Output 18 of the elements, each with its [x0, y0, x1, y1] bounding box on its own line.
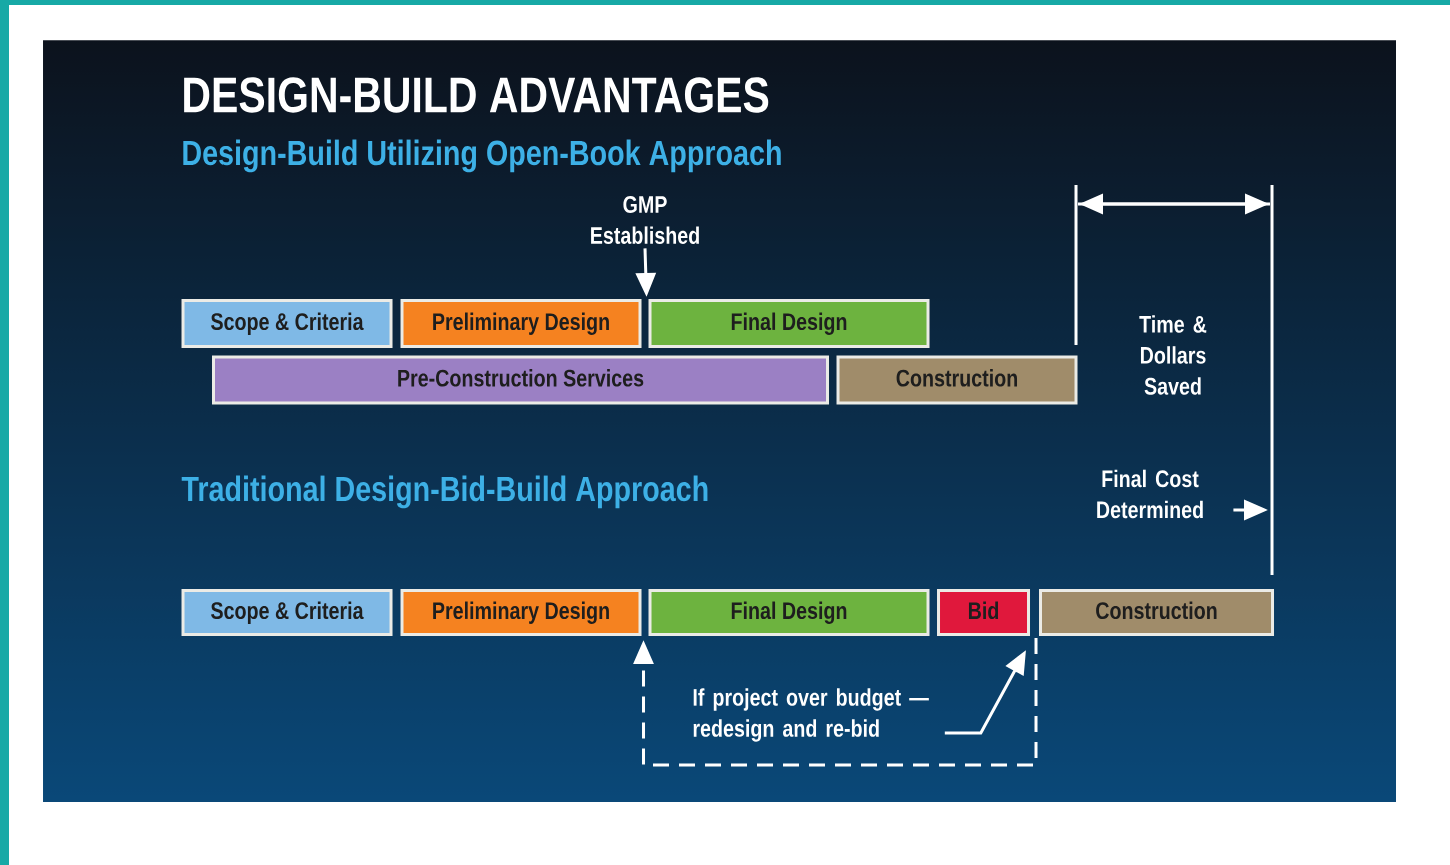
phase-bar: Final Design [648, 299, 930, 348]
phase-bar: Bid [937, 589, 1030, 636]
arrow [633, 638, 1038, 767]
annotation-text: If project over budget — redesign and re-bid [693, 688, 929, 742]
annotation-text: Time & Dollars Saved [1139, 315, 1207, 395]
title: DESIGN-BUILD ADVANTAGES [184, 77, 769, 113]
phase-bar: Scope & Criteria [181, 589, 393, 636]
phase-bar: Construction [1039, 589, 1274, 636]
phase-bar: Preliminary Design [400, 299, 642, 348]
annotation-text: GMP Established [591, 196, 699, 244]
annotation-text: Final Cost Determined [1097, 469, 1203, 519]
phase-bar: Preliminary Design [400, 589, 642, 636]
subheading: Design-Build Utilizing Open-Book Approach [183, 139, 781, 173]
phase-bar: Scope & Criteria [181, 299, 393, 348]
subheading: Traditional Design-Bid-Build Approach [181, 475, 708, 509]
phase-bar: Final Design [648, 589, 930, 636]
phase-bar: Pre-Construction Services [212, 355, 829, 405]
phase-bar: Construction [836, 355, 1078, 405]
